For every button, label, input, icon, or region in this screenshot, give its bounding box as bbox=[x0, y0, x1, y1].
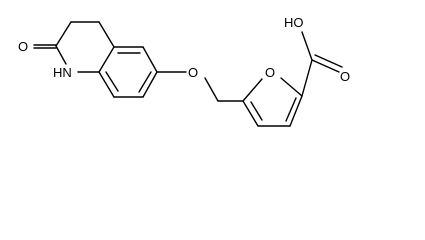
bond bbox=[311, 59, 340, 73]
bond bbox=[285, 97, 297, 122]
atom-label-ether-oxygen: O bbox=[188, 65, 198, 80]
bond bbox=[142, 46, 158, 73]
bond bbox=[98, 71, 115, 98]
atom-label-ring-nitrogen: HN bbox=[53, 65, 72, 80]
ether-linker bbox=[156, 71, 244, 102]
bond bbox=[242, 100, 259, 127]
furan-ring bbox=[242, 77, 303, 127]
bond bbox=[280, 77, 303, 97]
quinolinone-lactam-ring bbox=[33, 21, 115, 73]
bond bbox=[301, 31, 313, 61]
chemical-structure: O HN O O HO O bbox=[18, 15, 350, 127]
benzene-ring bbox=[98, 46, 158, 98]
atom-label-acid-hydroxyl: HO bbox=[284, 15, 304, 30]
bond bbox=[301, 59, 313, 97]
bond bbox=[55, 45, 67, 65]
bond bbox=[98, 46, 115, 73]
bond bbox=[250, 101, 263, 121]
bond bbox=[98, 21, 115, 48]
bond bbox=[242, 78, 263, 102]
atom-label-lactam-oxygen: O bbox=[18, 39, 28, 54]
bond bbox=[105, 71, 119, 92]
atom-label-furan-oxygen: O bbox=[265, 65, 275, 80]
bond bbox=[314, 54, 343, 68]
bond bbox=[204, 77, 219, 102]
bond bbox=[289, 95, 303, 127]
bond bbox=[142, 71, 158, 98]
carboxylic-acid bbox=[301, 31, 343, 97]
atom-label-acid-carbonyl-oxygen: O bbox=[340, 69, 350, 84]
bond bbox=[138, 71, 152, 93]
bond bbox=[55, 21, 72, 47]
